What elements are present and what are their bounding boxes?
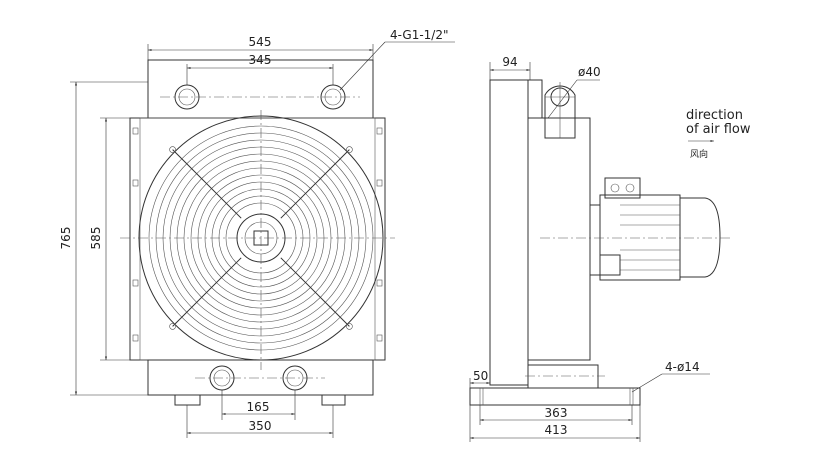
base-plate xyxy=(469,387,641,406)
dimension-350: 350 xyxy=(186,405,334,438)
svg-text:165: 165 xyxy=(247,400,270,414)
svg-text:4-ø14: 4-ø14 xyxy=(665,360,700,374)
hole-callout: 4-ø14 xyxy=(631,360,710,393)
strut-bolt xyxy=(346,323,353,330)
side-view: 94 ø40 50 4-ø14 363 413 xyxy=(469,55,730,442)
dimension-765: 765 xyxy=(59,81,148,396)
dimension-lifting-eye: ø40 xyxy=(547,65,601,119)
dimension-363: 363 xyxy=(479,405,633,425)
lifting-eye xyxy=(544,82,576,139)
strut-bolt xyxy=(169,146,176,153)
front-view: 545 345 4-G1-1/2" 765 585 165 xyxy=(59,28,455,438)
svg-text:545: 545 xyxy=(249,35,272,49)
strut-bolt xyxy=(346,146,353,153)
dimension-50: 50 xyxy=(469,369,490,388)
dimension-585: 585 xyxy=(89,117,130,361)
svg-text:ø40: ø40 xyxy=(578,65,601,79)
svg-text:of air flow: of air flow xyxy=(686,122,751,137)
motor xyxy=(589,177,721,281)
fan-guard-strut xyxy=(280,257,350,327)
svg-text:350: 350 xyxy=(249,419,272,433)
fan-guard-strut xyxy=(172,149,242,219)
svg-text:363: 363 xyxy=(545,406,568,420)
terminal-box xyxy=(604,177,641,199)
dimension-94: 94 xyxy=(489,55,531,80)
top-header-tank xyxy=(147,59,374,119)
airflow-annotation: direction of air flow 风向 xyxy=(686,108,751,160)
strut-bolt xyxy=(169,323,176,330)
svg-text:direction: direction xyxy=(686,108,743,123)
dimension-345: 345 xyxy=(186,53,334,85)
svg-text:585: 585 xyxy=(89,227,103,250)
svg-text:345: 345 xyxy=(249,53,272,67)
foot-right xyxy=(321,394,346,406)
port-callout: 4-G1-1/2" xyxy=(339,28,455,91)
fan-guard-strut xyxy=(172,257,242,327)
svg-text:765: 765 xyxy=(59,227,73,250)
svg-text:风向: 风向 xyxy=(690,148,708,160)
dimension-165: 165 xyxy=(221,390,296,420)
svg-text:50: 50 xyxy=(473,369,488,383)
fan-shroud xyxy=(527,117,591,361)
dimension-545: 545 xyxy=(147,35,374,60)
svg-text:94: 94 xyxy=(502,55,517,69)
svg-text:4-G1-1/2": 4-G1-1/2" xyxy=(390,28,449,42)
fan-guard-strut xyxy=(280,149,350,219)
cooler-body xyxy=(489,79,529,386)
bottom-header-tank xyxy=(147,359,374,396)
svg-text:413: 413 xyxy=(545,423,568,437)
mounting-holes xyxy=(132,127,383,342)
foot-left xyxy=(174,394,201,406)
dimension-413: 413 xyxy=(469,405,641,442)
